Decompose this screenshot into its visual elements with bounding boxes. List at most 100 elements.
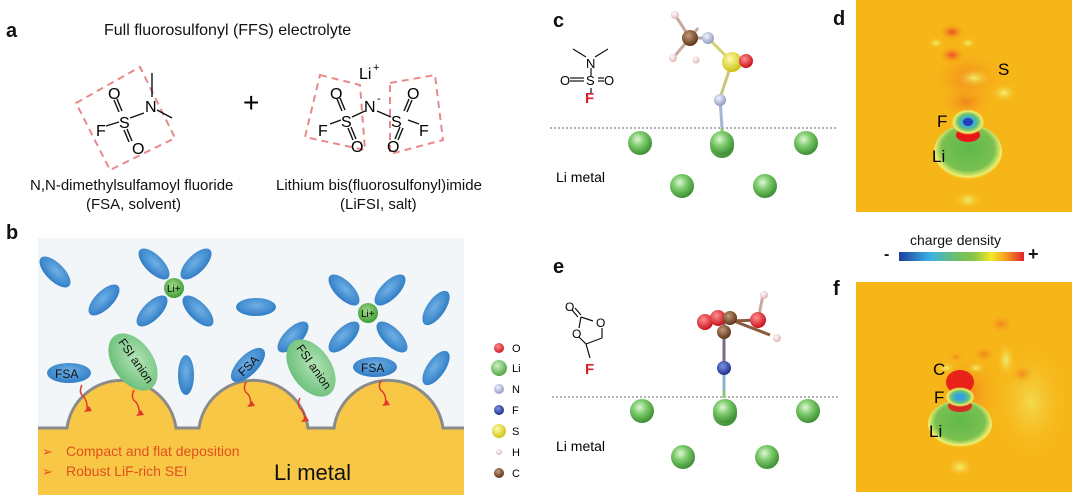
panel-a-structures: O S N F O + Li + O S N - S O F O O F bbox=[74, 62, 445, 172]
fsa-abbrev: (FSA, solvent) bbox=[86, 196, 182, 213]
panel-a-title: Full fluorosulfonyl (FFS) electrolyte bbox=[104, 22, 352, 39]
li-ion bbox=[358, 303, 378, 323]
panel-e-model: O O O F Li metal bbox=[552, 291, 838, 469]
legend-label-h: H bbox=[512, 447, 520, 459]
legend-swatch-h bbox=[496, 449, 502, 455]
solvent-ellipse bbox=[376, 321, 408, 353]
density-blob bbox=[954, 190, 982, 210]
colorbar-max-label: + bbox=[1028, 244, 1039, 264]
li-atom bbox=[753, 174, 777, 198]
solvent-ellipse bbox=[180, 248, 212, 280]
fsa-structure bbox=[105, 73, 173, 143]
e-atom-o3: O bbox=[572, 327, 581, 341]
lifsi-structure bbox=[329, 97, 420, 141]
atom-h bbox=[692, 56, 700, 64]
atom-h bbox=[669, 54, 677, 62]
e-atom-o2: O bbox=[596, 316, 605, 330]
li-ion-label: Li+ bbox=[361, 309, 375, 320]
legend-swatch-s bbox=[492, 424, 506, 438]
density-blob bbox=[928, 400, 992, 448]
legend-swatch-o bbox=[494, 343, 504, 353]
li-ion-label: Li+ bbox=[167, 284, 181, 295]
panel-f-charge-density-map: C F Li bbox=[856, 282, 1072, 492]
f-atom-label-c: C bbox=[933, 360, 945, 379]
legend-swatch-n bbox=[494, 384, 504, 394]
li-atom bbox=[796, 399, 820, 423]
density-blob bbox=[928, 37, 944, 49]
fsa-molecule bbox=[353, 357, 397, 377]
density-blob bbox=[990, 83, 1018, 103]
arrow bbox=[297, 397, 306, 421]
solvent-ellipse bbox=[88, 284, 120, 316]
d-atom-label-s: S bbox=[998, 60, 1009, 79]
fsa-molecule-label: FSA bbox=[55, 367, 78, 381]
atom-n bbox=[702, 32, 714, 44]
legend-label-f: F bbox=[512, 405, 519, 417]
panel-c-model: N O S O F Li metal bbox=[550, 11, 838, 198]
density-blob bbox=[936, 84, 996, 120]
panel-label-b: b bbox=[6, 222, 19, 244]
atom-c bbox=[682, 30, 698, 46]
li-atom bbox=[671, 445, 695, 469]
panel-label-c: c bbox=[553, 10, 565, 32]
lifsi-atom-s1: S bbox=[341, 114, 352, 131]
solvent-ellipse bbox=[277, 321, 309, 353]
density-blob bbox=[963, 118, 973, 126]
lifsi-anion-charge: - bbox=[377, 93, 381, 105]
lifsi-atom-o1: O bbox=[330, 86, 342, 103]
colorbar-gradient bbox=[899, 252, 1024, 261]
solvent-molecules bbox=[39, 248, 450, 395]
bullet-marker: ➢ bbox=[42, 444, 53, 459]
fsa-name: N,N-dimethylsulfamoyl fluoride bbox=[30, 177, 234, 194]
solvent-ellipse bbox=[422, 290, 450, 326]
density-blob bbox=[946, 370, 974, 394]
li-atom bbox=[628, 131, 652, 155]
bullet-compact-deposition: Compact and flat deposition bbox=[66, 443, 240, 459]
legend-label-n: N bbox=[512, 384, 520, 396]
li-atom bbox=[670, 174, 694, 198]
fsa-atom-s: S bbox=[119, 115, 130, 132]
c-atom-o2: O bbox=[604, 73, 614, 88]
f-atom-label-li: Li bbox=[929, 422, 942, 441]
fsa-atom-f: F bbox=[96, 123, 106, 140]
fsa-line-structure bbox=[570, 48, 609, 93]
legend-label-s: S bbox=[512, 426, 519, 438]
li-atom bbox=[630, 399, 654, 423]
arrow bbox=[243, 381, 252, 406]
atom-o bbox=[750, 312, 766, 328]
lifsi-atom-n: N bbox=[364, 99, 376, 116]
solvent-ellipse bbox=[136, 295, 168, 327]
fsi-anion bbox=[108, 333, 158, 391]
fsa-molecule bbox=[47, 363, 91, 383]
arrow bbox=[378, 379, 387, 405]
legend-swatch-c bbox=[494, 468, 504, 478]
fec-line-structure bbox=[571, 307, 603, 359]
legend-swatch-li bbox=[491, 360, 507, 376]
colorbar-min-label: - bbox=[884, 246, 890, 263]
solvent-ellipse bbox=[138, 248, 170, 280]
density-blob bbox=[936, 362, 956, 374]
legend-label-c: C bbox=[512, 468, 520, 480]
atom-legend: O Li N F S H C bbox=[491, 343, 521, 480]
fsa-molecule-label: FSA bbox=[361, 361, 384, 375]
lifsi-cation-charge: + bbox=[373, 62, 379, 74]
arrow-heads bbox=[84, 400, 390, 422]
density-blob bbox=[996, 342, 1016, 378]
atom-h bbox=[671, 11, 679, 19]
density-blob bbox=[966, 362, 986, 374]
colorbar-title: charge density bbox=[910, 232, 1002, 248]
atom-s bbox=[722, 52, 742, 72]
lifsi-name: Lithium bis(fluorosulfonyl)imide bbox=[276, 177, 482, 194]
lifsi-atom-f1: F bbox=[318, 123, 328, 140]
atom-h bbox=[773, 334, 781, 342]
e-atom-f: F bbox=[585, 361, 594, 378]
bullet-lif-sei: Robust LiF-rich SEI bbox=[66, 463, 187, 479]
c-atom-o1: O bbox=[560, 73, 570, 88]
panel-d-charge-density-map: S F Li bbox=[856, 0, 1072, 212]
fsa-dashed-box bbox=[74, 65, 177, 172]
lifsi-atom-f2: F bbox=[419, 123, 429, 140]
e-li-metal-label: Li metal bbox=[556, 438, 605, 454]
atom-h bbox=[760, 291, 768, 299]
density-blob bbox=[938, 46, 966, 64]
sei-layer bbox=[38, 378, 464, 430]
